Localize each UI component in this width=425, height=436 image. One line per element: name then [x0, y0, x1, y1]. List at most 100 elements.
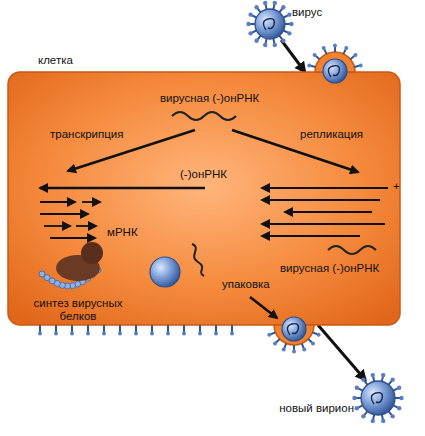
- budding-virion: [302, 347, 306, 351]
- entering-virus: [311, 66, 316, 67]
- capsid: [255, 9, 285, 39]
- ribosome: [81, 242, 103, 264]
- entering-virus: [359, 63, 363, 67]
- receptors: [198, 332, 202, 336]
- spike: [266, 5, 267, 10]
- receptors: [150, 332, 154, 336]
- budding-virion: [293, 345, 295, 350]
- spike: [373, 377, 374, 382]
- spike: [393, 405, 398, 407]
- budding-virion: [282, 317, 306, 341]
- entering-virus: [344, 49, 346, 54]
- process-label: упаковка: [222, 278, 270, 291]
- spike: [284, 31, 289, 33]
- spike: [395, 397, 400, 399]
- receptors: [119, 325, 121, 332]
- entering-virus: [324, 49, 326, 54]
- spike: [390, 377, 394, 381]
- receptors: [135, 325, 137, 332]
- receptors: [38, 332, 42, 336]
- rna-label: вирусная (-)онРНК: [160, 92, 259, 105]
- packaging-arrow: [250, 297, 277, 318]
- spike: [266, 39, 267, 44]
- spike: [355, 386, 359, 390]
- receptors: [214, 332, 218, 336]
- receptors: [199, 325, 201, 332]
- receptors: [103, 325, 105, 332]
- spike: [248, 12, 252, 16]
- process-label: синтез вирусных белков: [28, 297, 128, 323]
- budding-virion: [308, 339, 312, 342]
- spike: [281, 39, 285, 43]
- receptors: [102, 332, 106, 336]
- receptors: [215, 325, 217, 332]
- mrna-strands: [40, 201, 75, 203]
- spike: [250, 23, 255, 25]
- budding-virion: [271, 332, 276, 334]
- mrna-strands: [40, 213, 88, 215]
- virus-icon: [360, 380, 396, 416]
- spike: [281, 5, 285, 9]
- connector-arrow: [318, 325, 365, 380]
- receptors: [71, 325, 73, 332]
- budding-virion: [284, 343, 286, 348]
- spike: [358, 388, 363, 390]
- spike: [254, 39, 258, 43]
- capsid: [361, 381, 395, 415]
- packaging-arrow: [250, 297, 277, 318]
- mrna-strands: [82, 201, 100, 203]
- receptors: [167, 325, 169, 332]
- budding-virion: [276, 339, 280, 342]
- spike: [273, 1, 277, 5]
- virus-icon: [254, 8, 286, 40]
- receptors: [134, 332, 138, 336]
- ribosome: [56, 242, 103, 281]
- spike: [279, 36, 282, 40]
- spike: [356, 397, 361, 399]
- budding-virion: [292, 350, 296, 354]
- spike: [263, 1, 267, 5]
- mrna-strands: [40, 202, 100, 238]
- spike: [258, 8, 261, 12]
- rna-label: вирусная (-)онРНК: [280, 262, 379, 275]
- spike: [399, 396, 403, 400]
- spike: [279, 8, 282, 12]
- spike: [248, 31, 252, 35]
- entering-virus: [333, 44, 337, 48]
- budding-virion: [311, 342, 315, 346]
- entering-virus: [307, 63, 311, 67]
- mrna-strands: [50, 237, 95, 239]
- spike: [389, 411, 392, 415]
- replicated-strands: [262, 187, 388, 189]
- spike: [287, 31, 291, 35]
- spike: [287, 12, 291, 16]
- node-label: вирус: [292, 6, 322, 19]
- replicated-strands: [262, 188, 388, 236]
- budding-virion: [267, 317, 320, 354]
- replicated-strands: [262, 235, 360, 237]
- node-label: клетка: [38, 54, 73, 67]
- receptors: [87, 325, 89, 332]
- receptors: [230, 332, 234, 336]
- entering-virus: [334, 47, 336, 52]
- rna-strand: [328, 246, 376, 254]
- replicated-strands: [262, 223, 385, 225]
- receptors: [54, 332, 58, 336]
- receptors: [183, 325, 185, 332]
- genome: [263, 19, 274, 30]
- spike: [381, 373, 385, 377]
- receptors: [39, 325, 41, 332]
- polarity-sign: +: [393, 180, 400, 193]
- process-label: репликация: [300, 128, 363, 141]
- entering-virus: [328, 66, 339, 77]
- spike: [284, 15, 289, 17]
- entering-virus: [323, 59, 347, 83]
- genome: [371, 393, 382, 404]
- receptors: [231, 325, 233, 332]
- rna-strand: [172, 112, 236, 120]
- spike: [263, 43, 267, 47]
- protein-chain: [39, 271, 45, 277]
- budding-virion: [302, 343, 304, 348]
- rna-strand: [192, 244, 204, 276]
